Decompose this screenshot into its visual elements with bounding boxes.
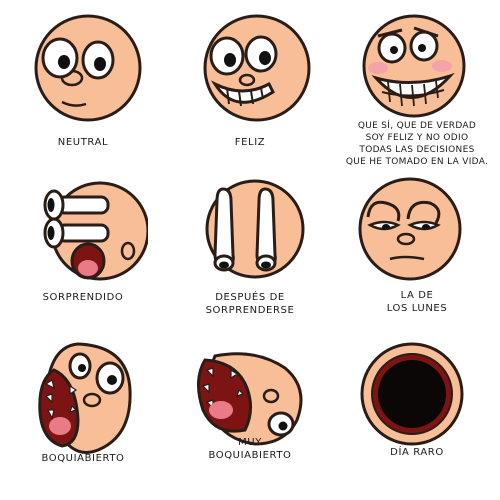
dia-raro-face-illustration: [360, 342, 464, 446]
caption-muy-boquiabierto: MUY BOQUIABIERTO: [208, 437, 292, 461]
cell-sorprendido: SORPRENDIDO: [0, 167, 166, 333]
lunes-face-illustration: [358, 177, 462, 281]
caption-feliz: FELIZ: [234, 137, 266, 148]
feliz-face-illustration: [203, 14, 311, 122]
boquiabierto-face-illustration: [38, 342, 132, 454]
muy-feliz-face-illustration: [362, 14, 466, 118]
despues-sorprenderse-face-illustration: [205, 179, 305, 279]
caption-boquiabierto: BOQUIABIERTO: [41, 453, 125, 464]
cell-neutral: NEUTRAL: [0, 0, 166, 166]
cell-muy-boquiabierto: MUY BOQUIABIERTO: [167, 334, 333, 500]
cell-lunes: LA DE LOS LUNES: [334, 167, 500, 333]
cell-despues-sorprenderse: DESPUÉS DE SORPRENDERSE: [167, 167, 333, 333]
caption-lunes: LA DE LOS LUNES: [386, 290, 448, 314]
cell-feliz: FELIZ: [167, 0, 333, 166]
caption-muy-feliz: QUE SÍ, QUE DE VERDAD SOY FELIZ Y NO ODI…: [345, 121, 489, 167]
caption-despues-sorprenderse: DESPUÉS DE SORPRENDERSE: [205, 292, 295, 316]
neutral-face-illustration: [34, 14, 142, 122]
sorprendido-face-illustration: [43, 181, 148, 281]
cell-dia-raro: DÍA RARO: [334, 334, 500, 500]
cell-muy-feliz: QUE SÍ, QUE DE VERDAD SOY FELIZ Y NO ODI…: [334, 0, 500, 167]
caption-dia-raro: DÍA RARO: [390, 447, 444, 458]
caption-sorprendido: SORPRENDIDO: [42, 292, 124, 303]
caption-neutral: NEUTRAL: [57, 137, 109, 148]
cell-boquiabierto: BOQUIABIERTO: [0, 334, 166, 500]
muy-boquiabierto-face-illustration: [197, 352, 303, 446]
